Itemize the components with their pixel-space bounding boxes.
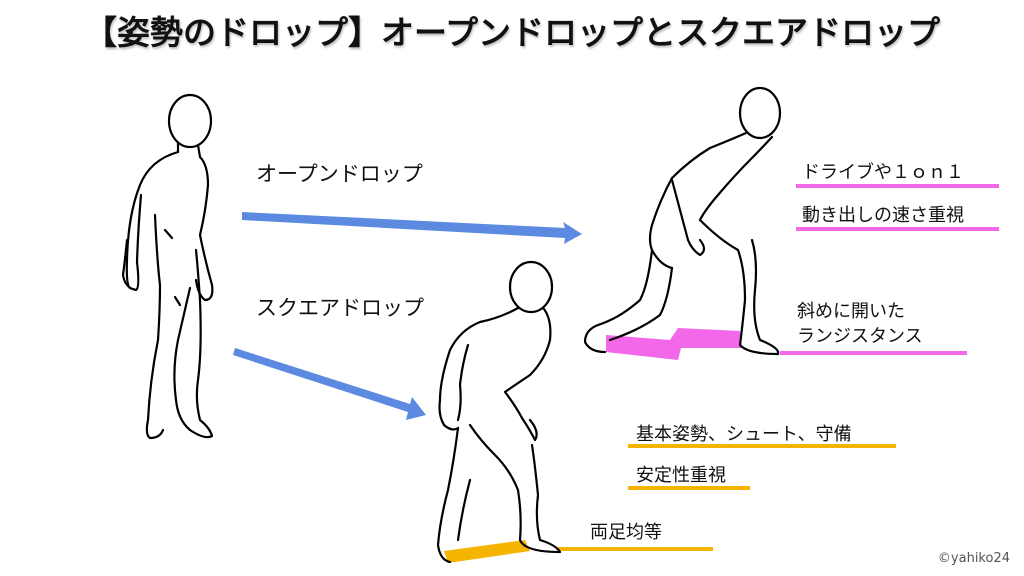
open-note-1-underline (796, 184, 999, 188)
square-note-2: 安定性重視 (636, 465, 726, 486)
open-drop-figure-icon (583, 86, 782, 356)
open-note-2: 動き出しの速さ重視 (802, 205, 964, 226)
open-stance-line-1: 斜めに開いた (797, 301, 905, 322)
square-note-1: 基本姿勢、シュート、守備 (636, 424, 852, 445)
open-stance-band (606, 328, 967, 360)
open-drop-label: オープンドロップ (256, 162, 423, 186)
open-drop-arrow-icon (242, 212, 582, 244)
square-stance-label: 両足均等 (590, 522, 662, 543)
square-note-2-underline (628, 486, 750, 490)
credit-text: ©yahiko24 (937, 551, 1010, 566)
square-note-1-underline (628, 444, 896, 448)
square-stance-band (444, 540, 713, 563)
open-note-2-underline (796, 227, 999, 231)
standing-figure-icon (121, 93, 214, 440)
square-drop-label: スクエアドロップ (256, 296, 424, 320)
open-note-1: ドライブや１ｏｎ１ (802, 162, 964, 183)
square-drop-arrow-icon (233, 348, 426, 420)
square-drop-figure-icon (436, 260, 562, 564)
page-title: 【姿勢のドロップ】オープンドロップとスクエアドロップ (83, 13, 941, 52)
open-stance-line-2: ランジスタンス (797, 326, 923, 347)
